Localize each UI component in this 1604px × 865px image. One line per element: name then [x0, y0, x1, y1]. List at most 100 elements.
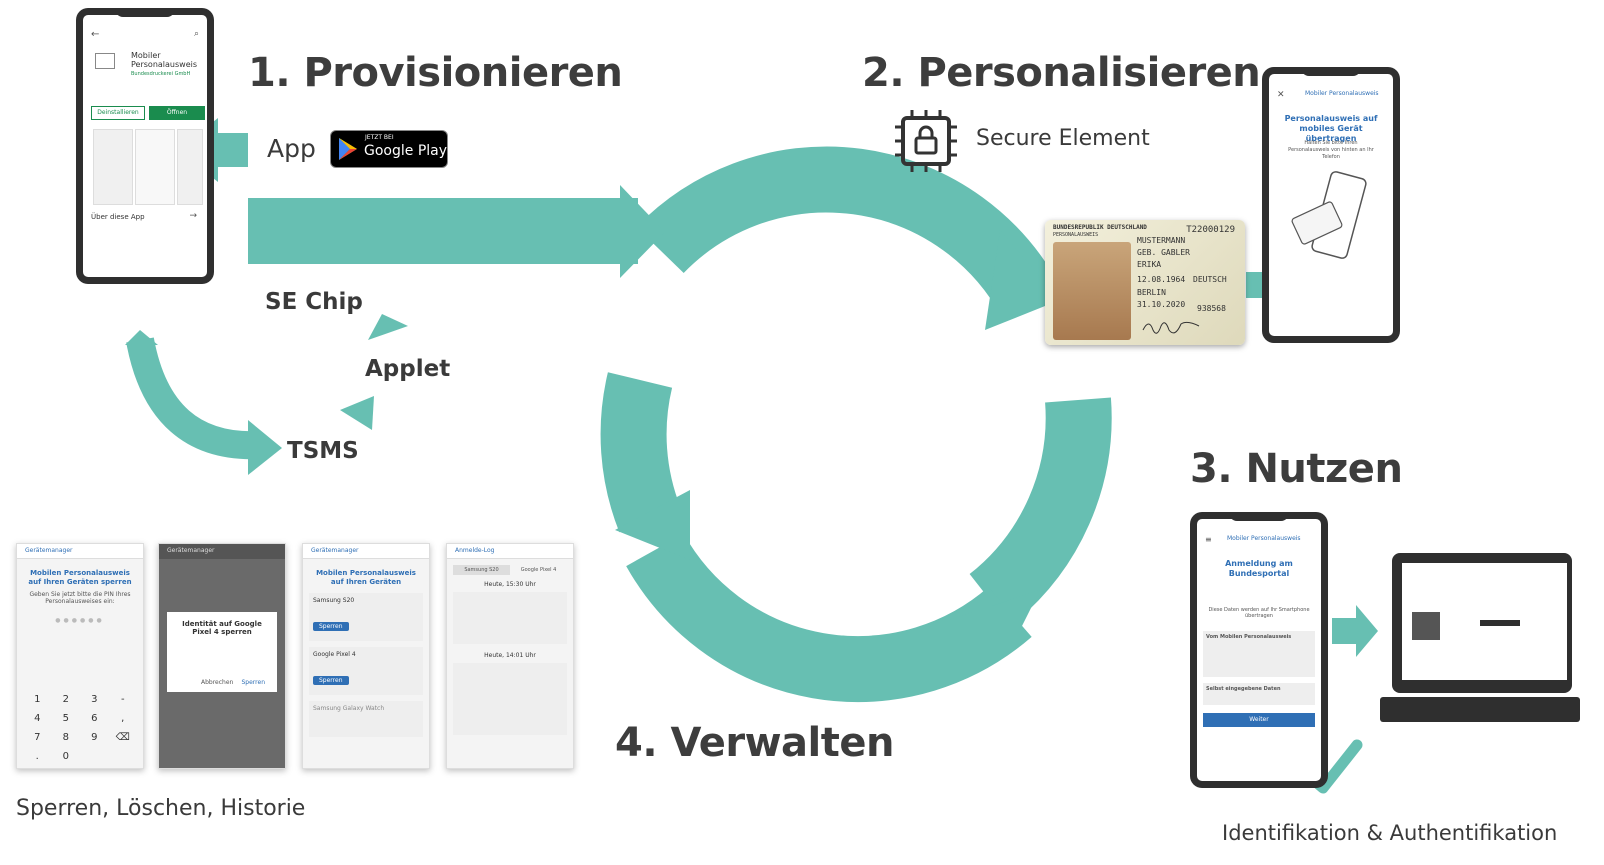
screenshot-thumb-3 — [177, 129, 203, 205]
keypad-key[interactable]: 9 — [91, 732, 98, 743]
log-entry-2 — [453, 663, 567, 735]
transfer-screen: ✕ Mobiler Personalausweis Personalauswei… — [1269, 74, 1393, 336]
google-play-icon — [339, 138, 357, 160]
dialog-lock-button[interactable]: Sperren — [241, 679, 266, 686]
id-nationality: DEUTSCH — [1193, 275, 1227, 284]
store-screen: ← ⌕ Mobiler Personalausweis Bundesdrucke… — [83, 15, 207, 277]
store-app-name: Mobiler Personalausweis — [131, 51, 198, 69]
log-tab-2[interactable]: Google Pixel 4 — [520, 567, 557, 573]
id-number: T22000129 — [1186, 225, 1235, 235]
device-card-2: Google Pixel 4 Sperren — [309, 647, 423, 695]
transfer-phone: ✕ Mobiler Personalausweis Personalauswei… — [1262, 67, 1400, 343]
screenshot-thumb-2 — [135, 129, 175, 205]
keypad-key[interactable]: , — [121, 713, 125, 724]
applet-triangle-2 — [340, 396, 374, 430]
cycle-arc-left — [600, 372, 681, 533]
id-can: 938568 — [1197, 304, 1226, 313]
uninstall-button[interactable]: Deinstallieren — [91, 106, 145, 120]
id-dob: 12.08.1964 — [1137, 275, 1186, 284]
cycle-arrowhead-right — [950, 590, 1040, 650]
manage-screen-pin: Gerätemanager Mobilen Personalausweis au… — [16, 543, 144, 769]
log-tabs: Samsung S20 Google Pixel 4 — [453, 565, 567, 575]
dialog-bar-title: Gerätemanager — [159, 544, 285, 559]
provision-arrowhead — [620, 185, 665, 278]
portal-title: Anmeldung am Bundesportal — [1225, 559, 1293, 578]
device-card-1: Samsung S20 Sperren — [309, 593, 423, 641]
pin-keypad: 1 2 3 - 4 5 6, 7 8 9 ⌫. 0 — [23, 694, 137, 762]
google-play-big: Google Play — [364, 143, 448, 159]
dialog-cancel-button[interactable]: Abbrechen — [201, 679, 234, 686]
cycle-arc-right — [969, 397, 1112, 626]
pin-bar-title: Gerätemanager — [17, 544, 143, 559]
portal-info: Diese Daten werden auf Ihr Smartphone üb… — [1208, 607, 1310, 619]
device-name-1: Samsung S20 — [313, 597, 355, 604]
cycle-arc-bottom — [626, 533, 1032, 703]
cycle-ring — [600, 146, 1112, 703]
manage-caption: Sperren, Löschen, Historie — [16, 796, 306, 821]
keypad-key[interactable] — [109, 751, 138, 762]
keypad-key[interactable]: 8 — [62, 732, 69, 743]
open-button[interactable]: Öffnen — [149, 106, 205, 120]
lock-dialog: Identität auf Google Pixel 4 sperren Abb… — [167, 612, 277, 692]
log-bar-title: Anmelde-Log — [447, 544, 573, 559]
menu-icon[interactable]: ≡ — [1205, 535, 1212, 544]
keypad-key[interactable]: 0 — [62, 751, 69, 762]
search-icon[interactable]: ⌕ — [193, 29, 199, 39]
applet-label: Applet — [365, 356, 451, 382]
manage-screen-dialog: Gerätemanager Identität auf Google Pixel… — [158, 543, 286, 769]
close-icon[interactable]: ✕ — [1277, 90, 1285, 100]
keypad-key[interactable]: - — [120, 694, 125, 705]
id-country: BUNDESREPUBLIK DEUTSCHLAND — [1053, 224, 1147, 231]
log-tab-1[interactable]: Samsung S20 — [453, 565, 510, 575]
secure-element-icon — [895, 110, 957, 172]
transfer-text: Halten Sie bitte Ihren Personalausweis v… — [1288, 140, 1374, 160]
keypad-key[interactable]: 2 — [62, 694, 69, 705]
use-caption: Identifikation & Authentifikation — [1222, 821, 1558, 845]
store-phone: ← ⌕ Mobiler Personalausweis Bundesdrucke… — [76, 8, 214, 284]
portal-screen: ≡ Mobiler Personalausweis Anmeldung am B… — [1197, 519, 1321, 781]
device-lock-button-2[interactable]: Sperren — [313, 676, 349, 685]
back-arrow-icon[interactable]: ← — [91, 29, 100, 40]
device-lock-button-1[interactable]: Sperren — [313, 622, 349, 631]
keypad-key[interactable]: 4 — [34, 713, 41, 724]
tsms-label: TSMS — [287, 438, 359, 464]
transfer-bar-title: Mobiler Personalausweis — [1305, 90, 1379, 97]
screenshot-thumb-1 — [93, 129, 133, 205]
step-manage-title: 4. Verwalten — [615, 720, 894, 766]
transfer-title: Personalausweis auf mobiles Gerät übertr… — [1284, 114, 1378, 143]
keypad-key[interactable]: ⌫ — [115, 732, 130, 743]
id-birth-name: GEB. GABLER — [1137, 248, 1190, 257]
pin-text: Geben Sie jetzt bitte die PIN Ihres Pers… — [29, 591, 131, 605]
signature-icon — [1142, 321, 1200, 334]
cycle-arc-top — [636, 146, 1059, 317]
tsms-arrow-tail — [125, 330, 158, 345]
portal-section-1: Vom Mobilen Personalausweis — [1203, 631, 1315, 677]
google-play-badge[interactable]: JETZT BEI Google Play — [330, 130, 448, 168]
provision-arrow-body — [248, 198, 638, 264]
device-name-3: Samsung Galaxy Watch — [313, 705, 385, 712]
nfc-illustration-icon — [1291, 171, 1367, 259]
step-personalize-title: 2. Personalisieren — [862, 50, 1261, 96]
store-publisher: Bundesdruckerei GmbH — [131, 71, 191, 77]
portal-bar-title: Mobiler Personalausweis — [1227, 535, 1301, 542]
arrow-right-icon[interactable]: → — [189, 211, 197, 221]
id-card: BUNDESREPUBLIK DEUTSCHLAND PERSONALAUSWE… — [1045, 220, 1245, 345]
keypad-key[interactable] — [80, 751, 109, 762]
keypad-key[interactable]: 3 — [91, 694, 98, 705]
keypad-key[interactable]: 6 — [91, 713, 98, 724]
cycle-arrowhead-bottom — [615, 490, 690, 560]
about-app-link[interactable]: Über diese App — [91, 213, 145, 221]
portal-continue-button[interactable]: Weiter — [1203, 713, 1315, 727]
keypad-key[interactable]: . — [35, 751, 39, 762]
id-doc-type: PERSONALAUSWEIS — [1053, 232, 1099, 238]
pin-title: Mobilen Personalausweis auf Ihren Geräte… — [28, 569, 132, 586]
keypad-key[interactable]: 7 — [34, 732, 41, 743]
id-expiry: 31.10.2020 — [1137, 300, 1186, 309]
keypad-key[interactable]: 1 — [34, 694, 41, 705]
portal-phone: ≡ Mobiler Personalausweis Anmeldung am B… — [1190, 512, 1328, 788]
keypad-key[interactable]: 5 — [62, 713, 69, 724]
cycle-arrowhead-top — [985, 230, 1060, 330]
secure-element-label: Secure Element — [976, 126, 1150, 151]
app-label: App — [267, 134, 316, 163]
